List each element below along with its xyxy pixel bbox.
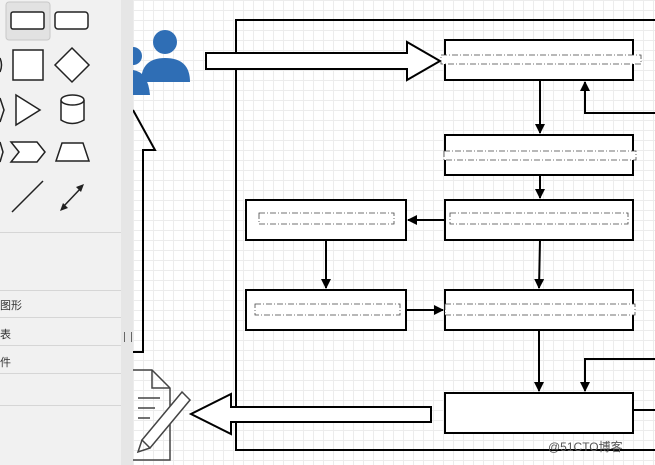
document-edit-icon[interactable] [133,369,192,461]
cylinder-shape-icon[interactable] [60,94,85,125]
process-box[interactable] [440,39,642,81]
shape-sidebar: 图形 表 件 [0,0,121,465]
diagram-canvas[interactable] [133,0,655,465]
sidebar-splitter[interactable] [121,0,133,465]
separator [0,345,121,346]
separator [0,405,121,406]
line-shape-icon[interactable] [11,180,44,213]
process-box[interactable] [444,392,634,434]
up-arrow-outline[interactable] [133,109,157,353]
process-box[interactable] [444,289,636,331]
diamond-shape-icon[interactable] [53,46,91,84]
section-item-label[interactable]: 件 [0,357,11,369]
chevron-shape-icon[interactable] [9,141,46,163]
watermark: @51CTO博客 [548,440,623,454]
process-box[interactable] [444,199,634,241]
outer-frame[interactable] [235,19,655,451]
separator [0,373,121,374]
trapezoid-shape-icon[interactable] [54,142,91,162]
splitter-grip-icon[interactable] [124,332,132,342]
separator [0,290,121,291]
separator [0,232,121,233]
process-box[interactable] [245,289,407,331]
users-icon[interactable] [133,30,190,95]
shape-palette [0,1,91,213]
input-arrow[interactable] [205,40,443,82]
triangle-shape-icon[interactable] [15,93,42,127]
square-shape-icon[interactable] [12,49,44,81]
process-box[interactable] [245,199,407,241]
section-table-label[interactable]: 表 [0,329,11,341]
connectors [321,80,655,411]
bidirectional-arrow-shape-icon[interactable] [60,184,84,211]
separator [0,317,121,318]
section-shapes-label[interactable]: 图形 [0,300,22,312]
diagram-svg [133,19,655,461]
process-box[interactable] [443,134,637,176]
rect-shape-icon[interactable] [54,11,89,30]
rounded-rect-shape-icon[interactable] [10,11,45,30]
output-arrow[interactable] [188,392,432,436]
